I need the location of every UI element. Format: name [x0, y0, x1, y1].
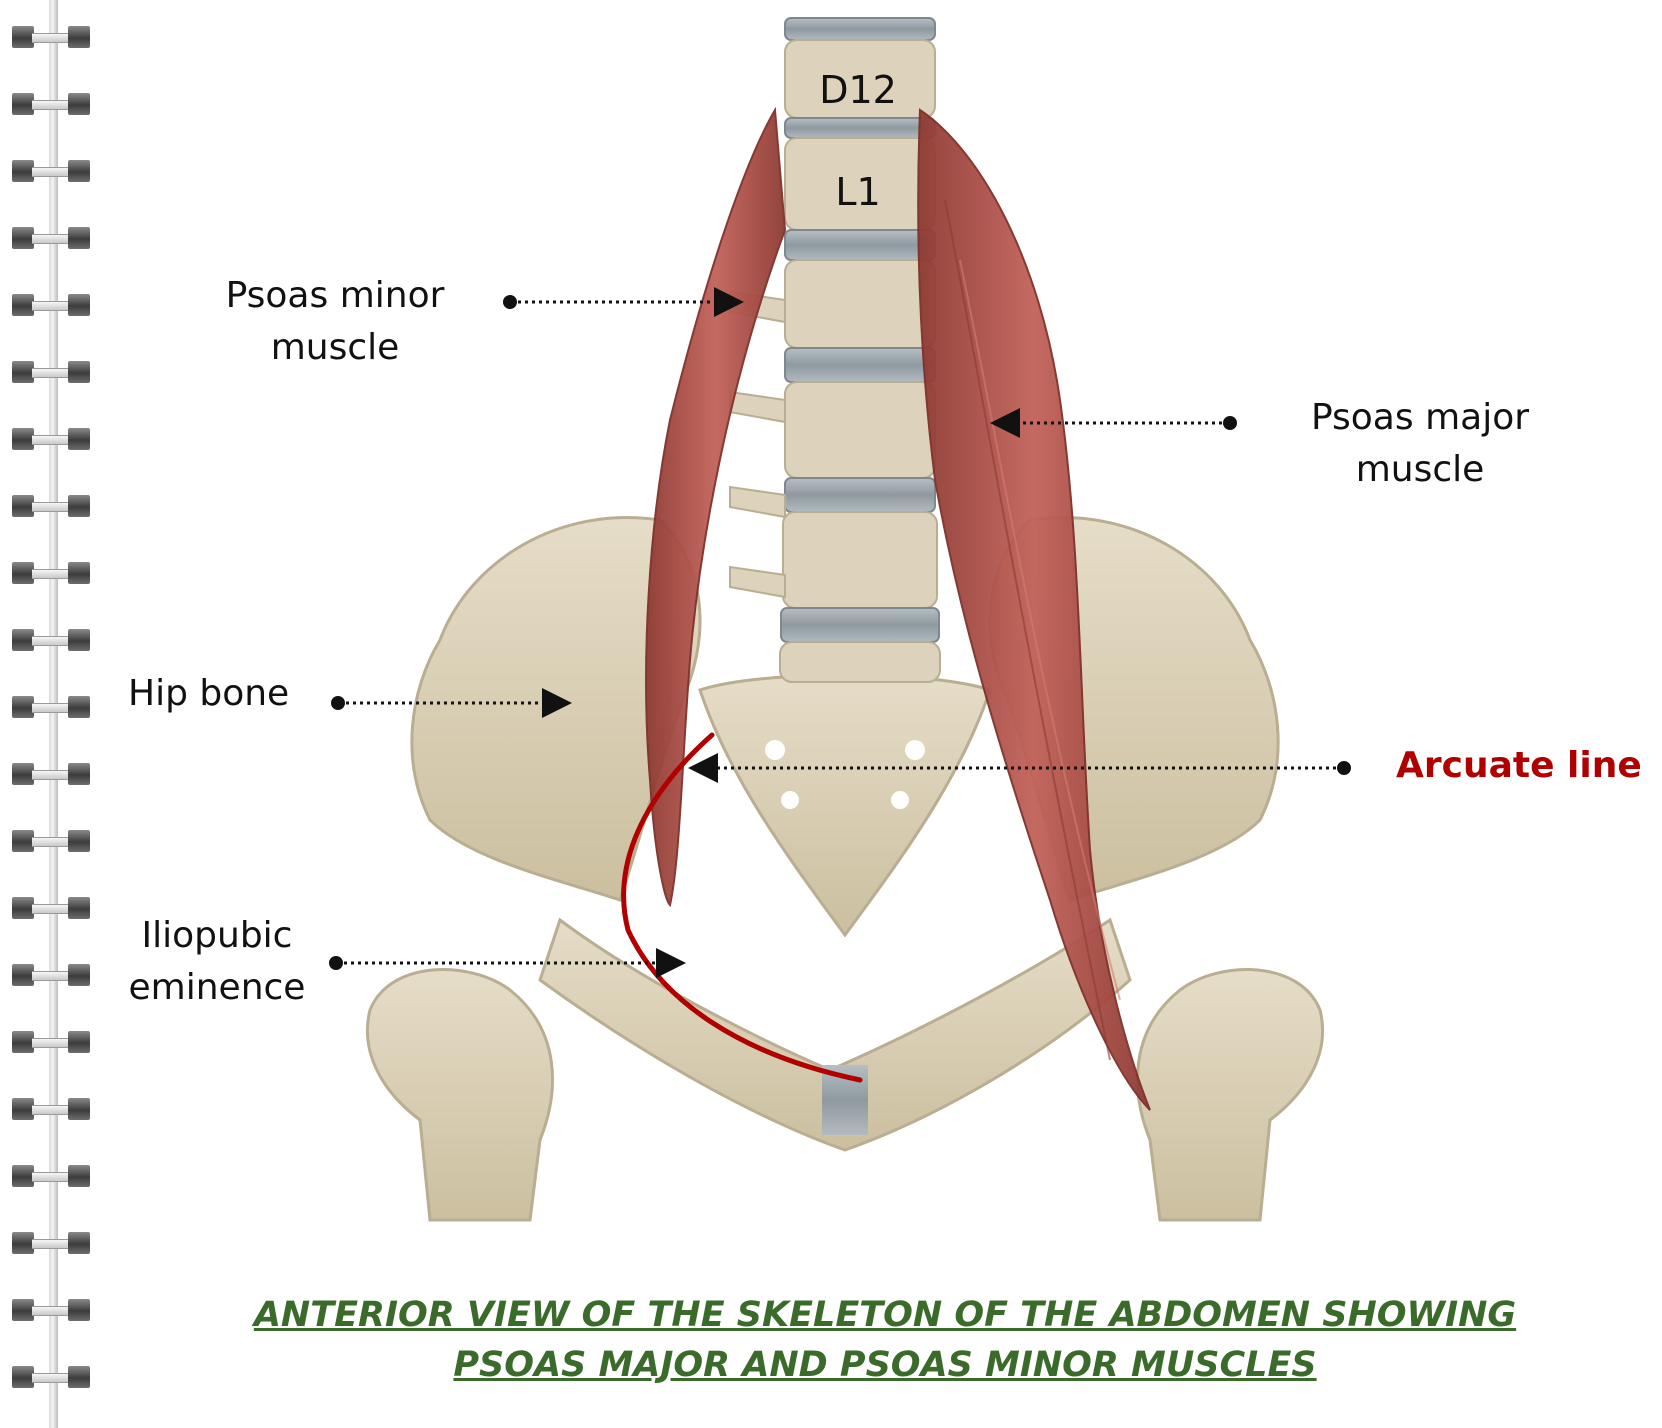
label-psoas-major-line1: Psoas major [1280, 392, 1560, 444]
vertebral-column [730, 18, 940, 682]
vertebral-body [783, 512, 937, 608]
binding-ring-part [12, 1366, 34, 1388]
transverse-process [730, 487, 785, 517]
label-psoas-minor-line2: muscle [200, 322, 470, 374]
intervertebral-disc [781, 608, 939, 642]
sacral-foramen [765, 740, 785, 760]
label-psoas-minor-line1: Psoas minor [200, 270, 470, 322]
label-iliopubic-line2: eminence [112, 962, 322, 1014]
transverse-process [730, 567, 785, 597]
sacral-foramen [891, 791, 909, 809]
vertebra-label-d12: D12 [798, 68, 918, 112]
binding-ring-part [68, 1299, 90, 1321]
binding-ring-part [12, 1299, 34, 1321]
binding-ring-part [32, 1373, 70, 1383]
caption-line-2: PSOAS MAJOR AND PSOAS MINOR MUSCLES [110, 1340, 1660, 1390]
binding-ring-part [32, 1306, 70, 1316]
sacral-foramen [781, 791, 799, 809]
binding-ring-part [68, 1366, 90, 1388]
label-iliopubic-line1: Iliopubic [112, 910, 322, 962]
label-psoas-major-line2: muscle [1280, 444, 1560, 496]
vertebra-label-l1: L1 [798, 170, 918, 214]
left-femur [367, 970, 552, 1220]
label-iliopubic-eminence: Iliopubic eminence [112, 910, 322, 1014]
label-arcuate-line: Arcuate line [1396, 740, 1642, 792]
label-psoas-major: Psoas major muscle [1280, 392, 1560, 496]
binding-ring [12, 1297, 90, 1323]
intervertebral-disc [785, 230, 935, 260]
intervertebral-disc [785, 348, 935, 382]
sacral-foramen [905, 740, 925, 760]
vertebral-body [785, 382, 935, 478]
intervertebral-disc [785, 478, 935, 512]
figure-caption: ANTERIOR VIEW OF THE SKELETON OF THE ABD… [110, 1290, 1660, 1390]
right-femur [1138, 970, 1323, 1220]
sacrum [700, 675, 990, 935]
label-psoas-minor: Psoas minor muscle [200, 270, 470, 374]
intervertebral-disc [785, 118, 935, 138]
binding-ring-part [32, 1239, 70, 1249]
caption-line-1: ANTERIOR VIEW OF THE SKELETON OF THE ABD… [110, 1290, 1660, 1340]
transverse-process [730, 392, 785, 422]
vertebral-body [780, 642, 940, 682]
vertebral-body [785, 260, 935, 348]
binding-ring [12, 1364, 90, 1390]
label-hip-bone: Hip bone [128, 668, 289, 720]
intervertebral-disc [785, 18, 935, 40]
